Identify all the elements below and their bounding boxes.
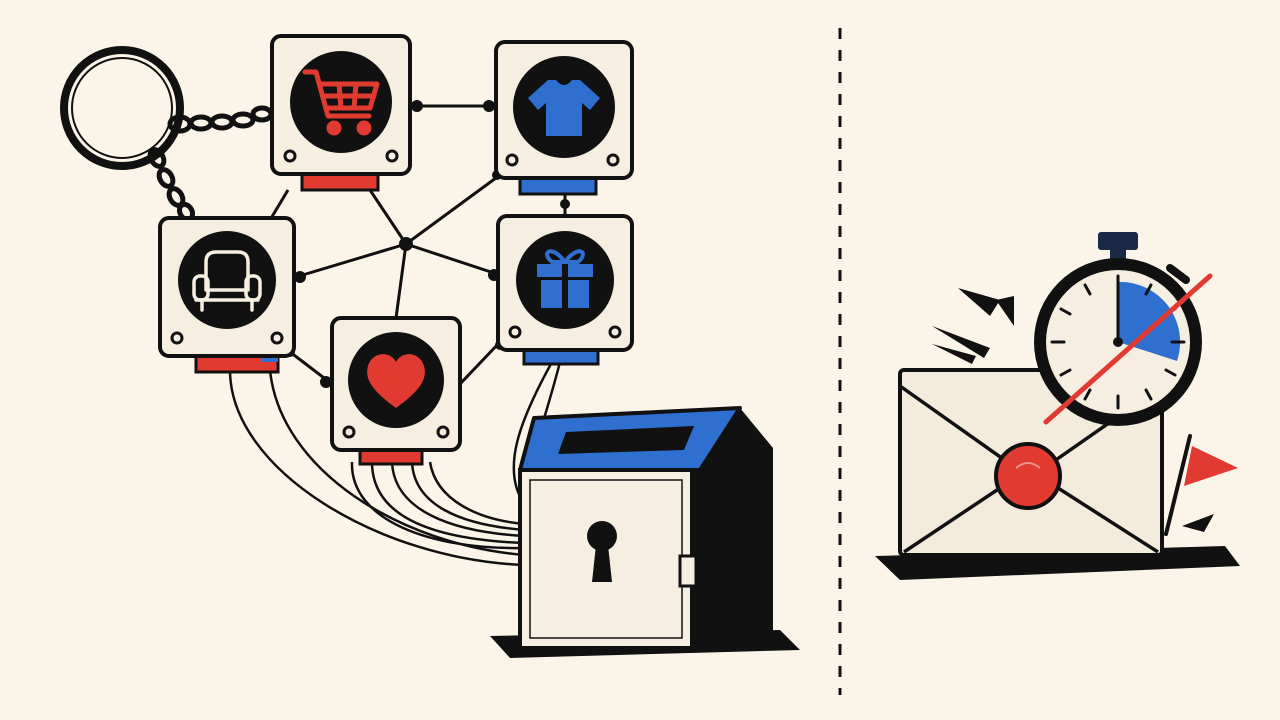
right-panel	[875, 232, 1240, 580]
gift-icon	[537, 249, 593, 308]
armchair-icon	[192, 250, 262, 312]
keyring-icon	[60, 46, 274, 223]
shopping-cart-icon	[302, 69, 380, 136]
node-heart	[330, 316, 462, 466]
flag-icon	[1164, 434, 1238, 536]
heart-icon	[367, 354, 425, 408]
lockbox-icon	[490, 406, 800, 658]
node-gift	[496, 214, 634, 366]
node-shopping-cart	[270, 34, 412, 192]
node-armchair	[158, 216, 296, 374]
burst-marks	[932, 288, 1014, 364]
wax-seal	[994, 442, 1062, 510]
network-links	[268, 104, 567, 386]
t-shirt-icon	[528, 80, 600, 136]
left-panel	[60, 34, 800, 658]
cross-out-line	[1043, 273, 1213, 425]
stopwatch-icon	[1034, 232, 1213, 426]
node-t-shirt	[494, 40, 634, 196]
